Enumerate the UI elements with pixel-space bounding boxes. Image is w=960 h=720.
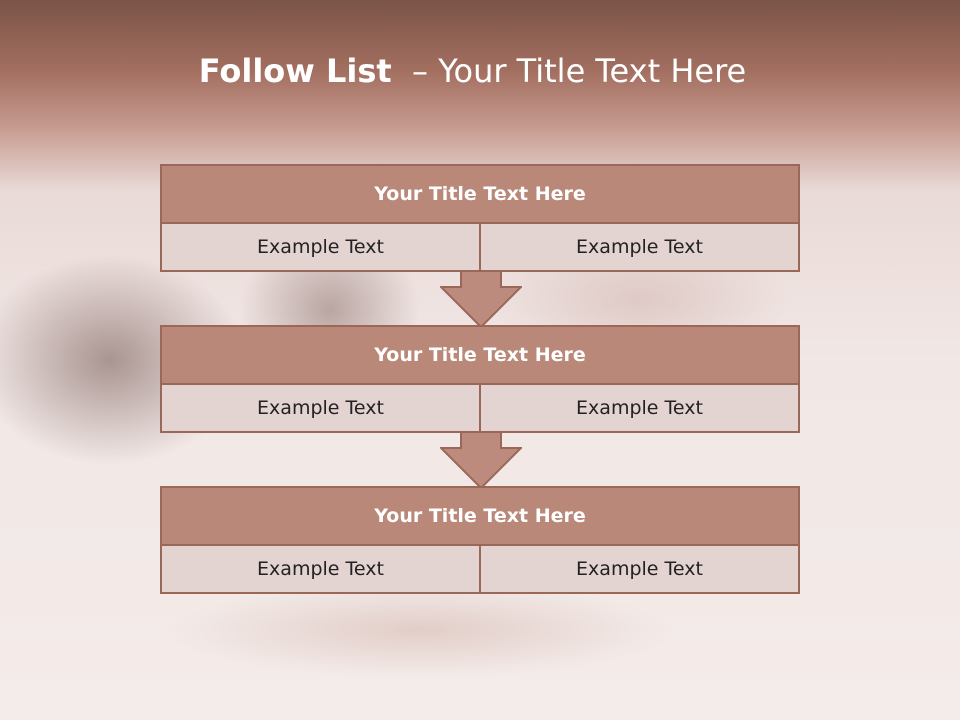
list-block-cell-left: Example Text xyxy=(162,546,479,592)
list-block-1: Your Title Text Here Example Text Exampl… xyxy=(160,164,800,272)
list-block-3: Your Title Text Here Example Text Exampl… xyxy=(160,486,800,594)
list-block-cell-left: Example Text xyxy=(162,385,479,431)
slide-title-rest: – Your Title Text Here xyxy=(391,52,747,90)
slide-title: Follow List – Your Title Text Here xyxy=(0,52,945,90)
list-block-2: Your Title Text Here Example Text Exampl… xyxy=(160,325,800,433)
list-block-cell-right: Example Text xyxy=(479,546,798,592)
down-arrow-icon xyxy=(440,270,522,328)
list-block-cell-right: Example Text xyxy=(479,385,798,431)
slide-title-bold: Follow List xyxy=(198,52,392,90)
list-block-title: Your Title Text Here xyxy=(162,488,798,546)
list-block-row: Example Text Example Text xyxy=(162,546,798,592)
list-block-row: Example Text Example Text xyxy=(162,224,798,270)
list-block-row: Example Text Example Text xyxy=(162,385,798,431)
list-block-cell-left: Example Text xyxy=(162,224,479,270)
down-arrow-icon xyxy=(440,431,522,489)
list-block-title: Your Title Text Here xyxy=(162,327,798,385)
list-block-cell-right: Example Text xyxy=(479,224,798,270)
list-block-title: Your Title Text Here xyxy=(162,166,798,224)
